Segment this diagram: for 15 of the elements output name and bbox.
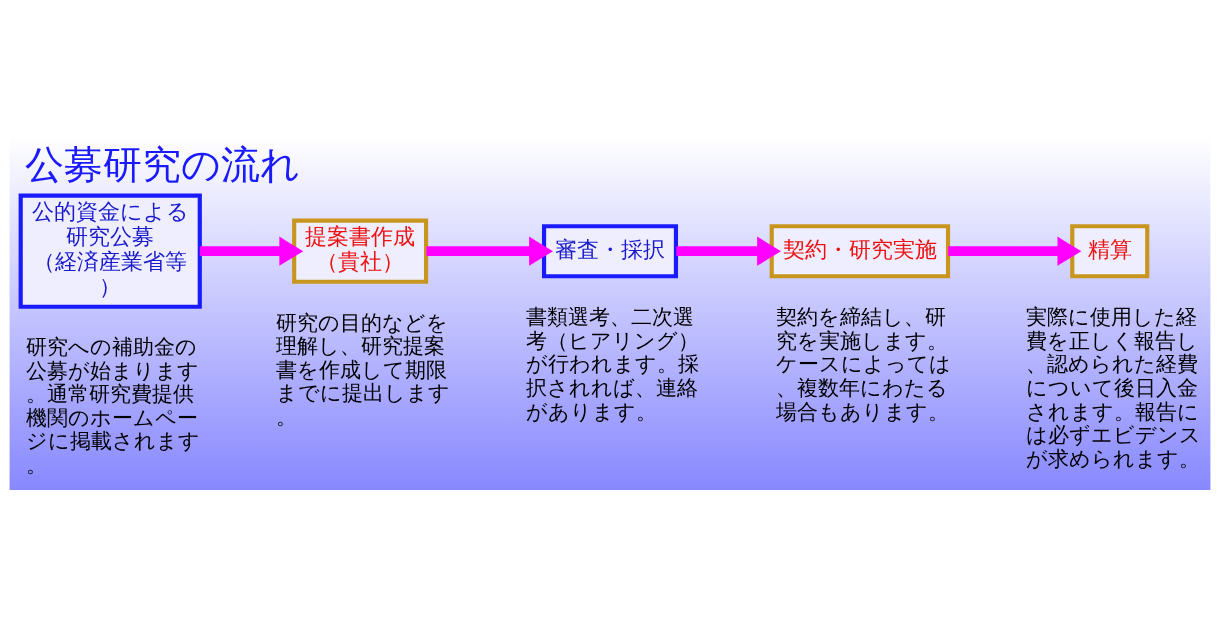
node-box: 審査・採択 [541,224,679,279]
arrow [426,236,553,266]
node-box: 契約・研究実施 [769,224,951,279]
arrow [948,236,1082,266]
node-label: 実際に使用した経費を正しく報告し、認められた経費について後日入金されます。報告には必ずエビデンスが求められます。 [1025,305,1201,471]
node-label: 書類選考、二次選考（ヒアリング）が行われます。採択されれば、連絡があります。 [526,305,700,424]
node-box: 精算 [1070,224,1150,279]
node-label: 研究の目的などを理解し、研究提案書を作成して期限までに提出します。 [276,310,451,430]
node-box: 公的資金による研究公募 （経済産業省等） [18,193,202,309]
node-label: 契約を締結し、研究を実施します。ケースによっては、複数年にわたる場合もあります。 [775,305,951,424]
arrow [199,236,304,266]
diagram-title: 公募研究の流れ [24,142,300,188]
arrow [676,236,781,266]
node-box: 提案書作成 （貴社） [292,218,429,284]
node-label: 研究への補助金の公募が始まります。通常研究費提供機関のホームページに掲載されます。 [26,334,201,477]
